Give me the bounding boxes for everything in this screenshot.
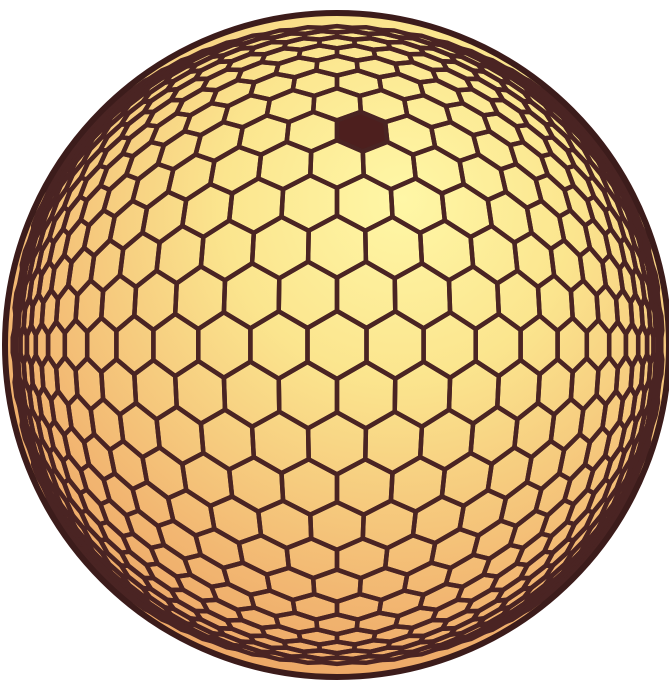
hexagonal-sphere (0, 0, 669, 682)
figure-stage (0, 0, 669, 682)
